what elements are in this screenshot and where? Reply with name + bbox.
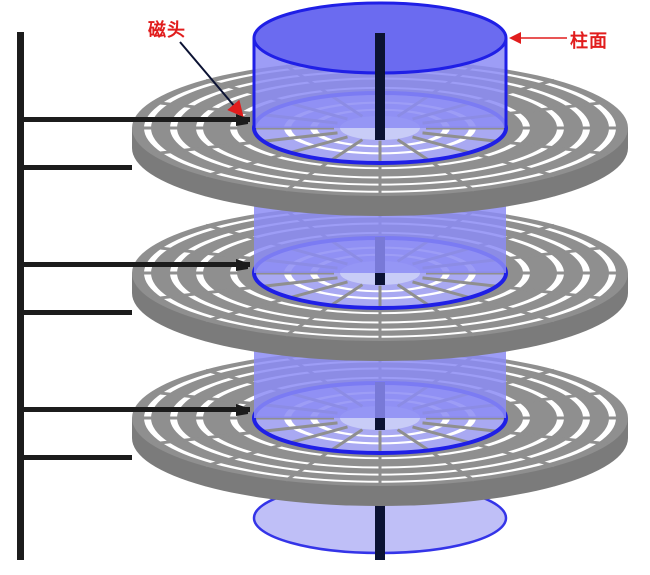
sector-line (152, 421, 338, 446)
head-arm-bottom (20, 455, 132, 460)
head-tip (236, 404, 248, 416)
sector-line (422, 131, 608, 156)
head-arm-top (20, 262, 250, 267)
head-arm-bottom (20, 165, 132, 170)
sector-line (422, 421, 608, 446)
cylinder-label: 柱面 (570, 31, 608, 52)
head-arm-bottom (20, 310, 132, 315)
sector-line (285, 138, 364, 192)
head-label: 磁头 (148, 20, 186, 41)
sector-line (396, 283, 475, 337)
spindle-top (375, 33, 385, 133)
sector-line (412, 425, 555, 468)
sector-line (205, 425, 348, 468)
sector-line (152, 276, 338, 301)
head-tip (236, 259, 248, 271)
head-arrow (179, 41, 244, 118)
sector-line (285, 283, 364, 337)
sector-line (422, 276, 608, 301)
sector-line (285, 428, 364, 482)
head-arm-top (20, 117, 250, 122)
sector-line (205, 280, 348, 323)
sector-line (412, 280, 555, 323)
sector-line (205, 135, 348, 178)
actuator-post (17, 32, 24, 560)
head-arm-top (20, 407, 250, 412)
sector-line (152, 131, 338, 156)
sector-line (412, 135, 555, 178)
sector-line (396, 138, 475, 192)
sector-line (396, 428, 475, 482)
